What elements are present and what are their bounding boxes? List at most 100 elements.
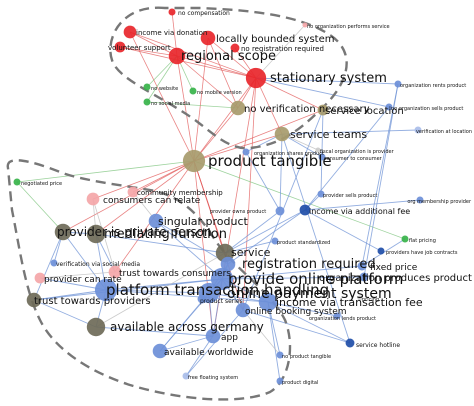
- node-singular-product[interactable]: [148, 213, 164, 229]
- node-label-registration-required: registration required: [242, 257, 376, 272]
- node-product-tangible[interactable]: [182, 149, 206, 173]
- node-label-fixed-price: fixed price: [370, 263, 418, 273]
- node-providers-job[interactable]: [377, 247, 385, 255]
- edge-regional_scope-no_social_media: [146, 55, 178, 103]
- edge-income_transaction_fee-product_digital: [267, 301, 281, 382]
- node-label-product-standardized: product standardized: [277, 240, 330, 246]
- node-community-membership[interactable]: [127, 186, 139, 198]
- node-label-platform-transaction: platform transaction handling: [106, 281, 329, 299]
- edge-service_teams-consumer_consumer: [281, 133, 323, 158]
- node-org-rents[interactable]: [394, 80, 402, 88]
- node-free-floating[interactable]: [182, 372, 190, 380]
- node-no-registration[interactable]: [230, 43, 240, 53]
- node-no-compensation[interactable]: [168, 8, 176, 16]
- edge-stationary_system-volunteer_support: [119, 46, 257, 79]
- edge-regional_scope-product_tangible: [176, 55, 195, 162]
- edge-no_org_service-stationary_system: [255, 24, 306, 79]
- node-product-series[interactable]: [197, 294, 207, 304]
- node-product-standardized[interactable]: [271, 237, 279, 245]
- node-stationary-system[interactable]: [245, 67, 267, 89]
- node-label-provider-owns: provider owns product: [210, 209, 266, 215]
- node-income-additional-fee[interactable]: [299, 204, 311, 216]
- edge-product_tangible-app: [193, 160, 214, 337]
- node-fiscal-org[interactable]: [315, 147, 321, 153]
- edge-product_tangible-negotiated_price: [16, 160, 195, 183]
- node-locally-bounded[interactable]: [200, 30, 216, 46]
- node-label-no-verification: no verification necessary: [244, 104, 370, 115]
- node-label-free-floating: free floating system: [188, 375, 238, 381]
- edge-stationary_system-locally_bounded: [207, 37, 257, 79]
- edge-stationary_system-no_org_sells: [255, 77, 390, 108]
- node-label-no-compensation: no compensation: [178, 10, 230, 17]
- node-label-provider-private: provider is private person: [57, 225, 212, 239]
- node-provider-can-rate[interactable]: [34, 272, 46, 284]
- node-platform-transaction[interactable]: [94, 278, 118, 302]
- edge-provide_platform-org_produces: [221, 276, 365, 280]
- node-income-donation[interactable]: [123, 25, 137, 39]
- node-flat-pricing[interactable]: [401, 235, 409, 243]
- node-org-lends[interactable]: [333, 312, 341, 320]
- node-label-service-teams: service teams: [290, 128, 367, 141]
- node-available-worldwide[interactable]: [152, 343, 168, 359]
- node-label-org-lends: organization lends product: [309, 316, 376, 322]
- edge-service-provider_owns: [224, 210, 281, 254]
- edge-income_additional_fee-org_membership_provider: [304, 199, 421, 211]
- node-app[interactable]: [205, 328, 221, 344]
- node-volunteer-support[interactable]: [114, 41, 126, 53]
- edge-online_booking-service_hotline: [242, 309, 351, 344]
- node-verification-social[interactable]: [50, 259, 58, 267]
- node-consumers-relate[interactable]: [86, 192, 100, 206]
- node-label-service-hotline: service hotline: [356, 342, 400, 349]
- node-no-website[interactable]: [143, 83, 151, 91]
- edge-product_tangible-mediating_function: [95, 160, 195, 235]
- node-no-verification[interactable]: [230, 100, 246, 116]
- node-provider-sells[interactable]: [317, 190, 325, 198]
- node-income-transaction-fee[interactable]: [258, 292, 278, 312]
- edge-platform_transaction-trust_providers: [33, 289, 107, 301]
- edge-no_verification-product_tangible: [193, 107, 239, 162]
- node-service-teams[interactable]: [274, 126, 290, 142]
- edge-negotiated_price-provider_private: [16, 181, 64, 233]
- node-registration-required[interactable]: [220, 256, 236, 272]
- node-product-digital[interactable]: [276, 377, 284, 385]
- edge-org_shares-provider_owns: [245, 151, 281, 212]
- node-label-stationary-system: stationary system: [270, 71, 387, 86]
- node-no-org-sells[interactable]: [385, 103, 393, 111]
- node-label-mediating-function: mediating function: [104, 227, 227, 242]
- node-no-social-media[interactable]: [143, 98, 151, 106]
- node-available-germany[interactable]: [86, 317, 106, 337]
- node-negotiated-price[interactable]: [13, 178, 21, 186]
- node-verification-location[interactable]: [414, 126, 422, 134]
- node-trust-providers[interactable]: [26, 292, 42, 308]
- node-provide-platform[interactable]: [210, 267, 234, 291]
- node-trust-consumers[interactable]: [108, 265, 122, 279]
- node-org-membership-provider[interactable]: [416, 196, 424, 204]
- node-label-negotiated-price: negotiated price: [21, 181, 62, 187]
- node-no-product-tangible[interactable]: [276, 351, 284, 359]
- node-pricing-small[interactable]: [357, 295, 363, 301]
- node-regional-scope[interactable]: [168, 47, 186, 65]
- edge-service-income_additional_fee: [224, 209, 306, 254]
- node-service-location[interactable]: [317, 104, 329, 116]
- edge-service_location-product_tangible: [193, 109, 324, 162]
- node-mediating-function[interactable]: [86, 224, 106, 244]
- node-provider-owns[interactable]: [275, 206, 285, 216]
- node-label-app: app: [221, 333, 238, 343]
- node-no-org-service[interactable]: [302, 22, 308, 28]
- node-label-product-digital: product digital: [282, 380, 318, 386]
- node-consumer-consumer[interactable]: [318, 153, 326, 161]
- node-org-shares[interactable]: [242, 148, 250, 156]
- edge-app-free_floating: [185, 335, 214, 377]
- node-fixed-price[interactable]: [357, 261, 367, 271]
- node-label-providers-job: providers have job contracts: [386, 250, 458, 256]
- node-label-provide-platform: provide online platform: [228, 270, 403, 288]
- node-provider-private[interactable]: [54, 223, 72, 241]
- node-label-org-rents: organization rents product: [400, 83, 466, 89]
- node-org-produces[interactable]: [359, 272, 369, 282]
- node-label-online-payment: online payment system: [227, 286, 392, 302]
- node-no-mobile[interactable]: [189, 87, 197, 95]
- node-label-fiscal-org: fiscal organization is provider: [320, 149, 395, 155]
- node-online-booking[interactable]: [235, 302, 251, 318]
- node-label-org-shares: organization shares product: [254, 151, 324, 157]
- node-service-hotline[interactable]: [345, 338, 355, 348]
